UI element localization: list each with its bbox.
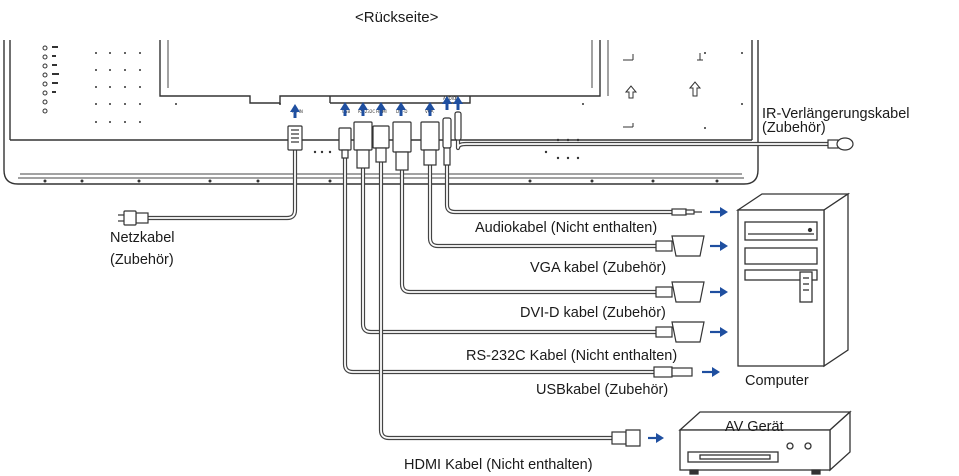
rs232-cable-label: RS-232C Kabel (Nicht enthalten) bbox=[466, 348, 677, 364]
usb-cable-label: USBkabel (Zubehör) bbox=[536, 382, 668, 398]
audio-cable-label: Audiokabel (Nicht enthalten) bbox=[475, 220, 657, 236]
power-cable-label-line2: (Zubehör) bbox=[110, 252, 174, 268]
panel-connectors bbox=[287, 111, 462, 171]
av-device bbox=[678, 410, 852, 475]
vent-dots bbox=[95, 52, 743, 160]
rear-view-title: <Rückseite> bbox=[355, 9, 439, 26]
side-buttons bbox=[42, 45, 48, 114]
computer-label: Computer bbox=[745, 373, 809, 389]
av-device-label: AV Gerät bbox=[725, 419, 784, 435]
dvi-cable-label: DVI-D kabel (Zubehör) bbox=[520, 305, 666, 321]
port-label-rs232: RS-232C bbox=[358, 109, 375, 114]
mount-symbols bbox=[623, 53, 703, 128]
vga-cable-label: VGA kabel (Zubehör) bbox=[530, 260, 666, 276]
insert-arrows bbox=[290, 96, 463, 118]
end-connectors bbox=[118, 208, 705, 447]
device-arrows bbox=[648, 207, 728, 443]
cable-routes bbox=[148, 140, 838, 441]
side-button-marks bbox=[52, 46, 59, 93]
hdmi-cable-label: HDMI Kabel (Nicht enthalten) bbox=[404, 457, 593, 473]
ir-receiver bbox=[827, 137, 854, 151]
port-label-audio: AUDIO bbox=[443, 96, 456, 101]
computer-tower bbox=[735, 192, 851, 368]
ir-cable-label-line1: IR-Verlängerungskabel bbox=[762, 106, 910, 122]
power-cable-label-line1: Netzkabel bbox=[110, 230, 174, 246]
ir-cable-label-line2: (Zubehör) bbox=[762, 120, 826, 136]
